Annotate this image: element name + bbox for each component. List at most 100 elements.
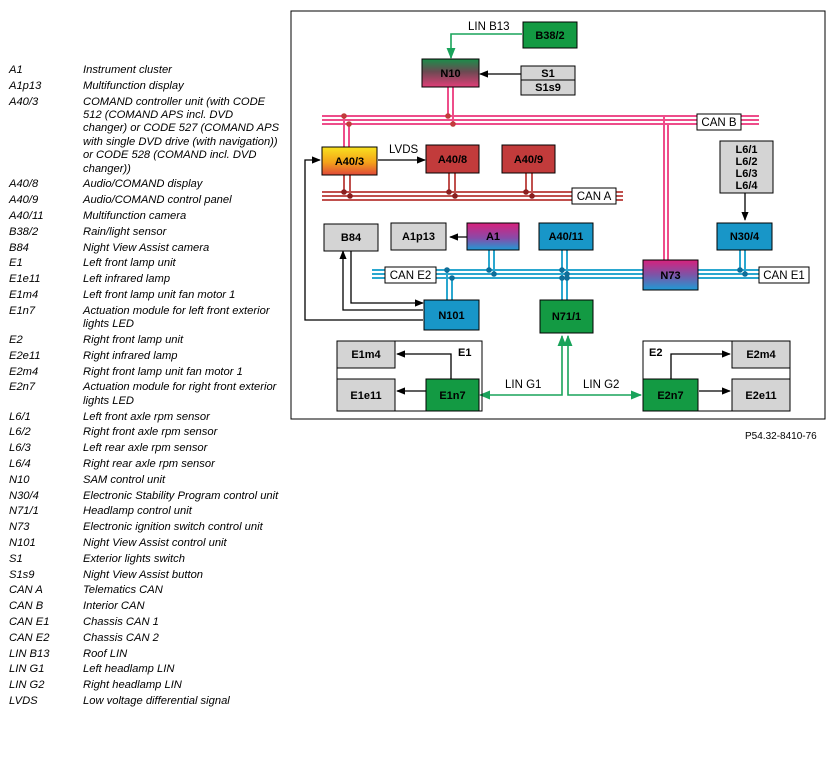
legend-description: Audio/COMAND display bbox=[83, 178, 203, 191]
legend-description: Multifunction camera bbox=[83, 210, 187, 223]
box-e1n7: E1n7 bbox=[425, 378, 480, 412]
legend-description: Right front lamp unit bbox=[83, 334, 184, 346]
box-a40-9: A40/9 bbox=[501, 144, 556, 174]
legend-description: Audio/COMAND control panel bbox=[83, 194, 232, 207]
legend-description: Roof LIN bbox=[83, 647, 128, 660]
legend-row: LIN G1 Left headlamp LIN bbox=[9, 663, 284, 676]
legend-row: LIN B13 Roof LIN bbox=[9, 648, 284, 661]
legend-description: COMAND controller unit (with CODE 512 (C… bbox=[83, 95, 280, 175]
legend-code: L6/3 bbox=[9, 442, 31, 455]
lin-g1-label: LIN G1 bbox=[505, 379, 541, 391]
legend-description: Multifunction display bbox=[83, 79, 184, 92]
legend-description: Night View Assist camera bbox=[83, 241, 210, 254]
box-a1: A1 bbox=[466, 222, 520, 251]
box-b84: B84 bbox=[323, 223, 379, 252]
legend-description: Actuation module for left front exterior… bbox=[83, 304, 270, 331]
legend-code: A40/3 bbox=[9, 95, 39, 108]
box-l6-3-label: L6/3 bbox=[735, 168, 757, 180]
legend-row: N101 Night View Assist control unit bbox=[9, 537, 284, 550]
legend-row: L6/4 Right rear axle rpm sensor bbox=[9, 458, 284, 471]
box-s1-label: S1 bbox=[541, 68, 554, 80]
box-e1m4-label: E1m4 bbox=[351, 349, 381, 361]
legend-description: Interior CAN bbox=[83, 600, 145, 613]
legend-code: N101 bbox=[9, 536, 36, 549]
legend-code: E1e11 bbox=[9, 273, 41, 286]
legend-code: CAN A bbox=[9, 584, 43, 597]
box-l6-2-label: L6/2 bbox=[735, 156, 757, 168]
legend-row: E2 Right front lamp unit bbox=[9, 334, 284, 347]
legend-row: LVDS Low voltage differential signal bbox=[9, 695, 284, 708]
legend-code: LIN B13 bbox=[9, 647, 50, 660]
legend-code: A40/9 bbox=[9, 194, 39, 207]
box-n101: N101 bbox=[423, 299, 480, 331]
legend-row: N30/4 Electronic Stability Program contr… bbox=[9, 490, 284, 503]
legend-row: A1p13 Multifunction display bbox=[9, 80, 284, 93]
legend-description: Left front lamp unit fan motor 1 bbox=[83, 289, 236, 301]
box-n30-4-label: N30/4 bbox=[730, 231, 760, 243]
box-e1m4: E1m4 bbox=[336, 340, 396, 369]
legend-description: Chassis CAN 2 bbox=[83, 631, 159, 644]
signal-arrows bbox=[304, 70, 749, 395]
box-e2e11: E2e11 bbox=[731, 378, 791, 412]
box-n73-label: N73 bbox=[660, 270, 680, 282]
legend-description: Right headlamp LIN bbox=[83, 679, 182, 692]
legend-row: CAN B Interior CAN bbox=[9, 600, 284, 613]
can-e-bus bbox=[372, 250, 797, 300]
box-a1p13-label: A1p13 bbox=[402, 231, 435, 243]
box-n10-label: N10 bbox=[440, 68, 460, 80]
legend-description: Night View Assist control unit bbox=[83, 536, 227, 549]
legend-list: A1 Instrument cluster A1p13 Multifunctio… bbox=[9, 64, 284, 711]
box-e1n7-label: E1n7 bbox=[439, 390, 465, 402]
legend-description: Left front lamp unit bbox=[83, 257, 176, 270]
box-a1p13: A1p13 bbox=[390, 222, 447, 251]
legend-description: Left rear axle rpm sensor bbox=[83, 442, 208, 455]
legend-code: A1 bbox=[9, 64, 23, 76]
box-b38-2-label: B38/2 bbox=[535, 30, 564, 42]
can-e-nodes bbox=[444, 267, 748, 281]
legend-code: E1m4 bbox=[9, 289, 39, 301]
box-a40-8: A40/8 bbox=[425, 144, 480, 174]
legend-code: LIN G2 bbox=[9, 679, 45, 692]
legend-row: E2n7 Actuation module for right front ex… bbox=[9, 381, 284, 408]
can-e2-label: CAN E2 bbox=[390, 270, 432, 282]
box-b84-label: B84 bbox=[341, 232, 362, 244]
legend-description: Right rear axle rpm sensor bbox=[83, 457, 215, 470]
legend-row: B38/2 Rain/light sensor bbox=[9, 226, 284, 239]
legend-code: E1 bbox=[9, 257, 23, 270]
legend-row: A1 Instrument cluster bbox=[9, 64, 284, 77]
can-b-nodes bbox=[341, 113, 456, 127]
box-a40-11-label: A40/11 bbox=[549, 231, 584, 243]
legend-row: A40/8 Audio/COMAND display bbox=[9, 178, 284, 191]
can-b-bus bbox=[322, 86, 759, 260]
legend-row: N10 SAM control unit bbox=[9, 474, 284, 487]
box-l6-4-label: L6/4 bbox=[735, 180, 758, 192]
legend-description: Left infrared lamp bbox=[83, 273, 171, 286]
legend-description: Electronic Stability Program control uni… bbox=[83, 489, 279, 502]
legend-code: CAN B bbox=[9, 600, 44, 613]
legend-code: E2e11 bbox=[9, 349, 41, 362]
legend-row: E1e11 Left infrared lamp bbox=[9, 273, 284, 286]
legend-description: Headlamp control unit bbox=[83, 505, 192, 518]
box-a40-3-label: A40/3 bbox=[335, 156, 364, 168]
legend-description: Actuation module for right front exterio… bbox=[83, 381, 277, 407]
legend-description: Left front axle rpm sensor bbox=[83, 410, 210, 423]
can-e1-label-box bbox=[758, 266, 810, 284]
legend-row: A40/11 Multifunction camera bbox=[9, 210, 284, 223]
legend-code: LVDS bbox=[9, 694, 38, 707]
legend-row: E2e11 Right infrared lamp bbox=[9, 350, 284, 363]
legend-description: Telematics CAN bbox=[83, 584, 163, 597]
box-a40-11: A40/11 bbox=[538, 222, 594, 251]
legend-description: Right front axle rpm sensor bbox=[83, 426, 218, 439]
box-a40-8-label: A40/8 bbox=[438, 154, 467, 166]
lin-g2-label: LIN G2 bbox=[583, 379, 619, 391]
legend-description: SAM control unit bbox=[83, 473, 166, 486]
legend-row: E2m4 Right front lamp unit fan motor 1 bbox=[9, 366, 284, 379]
box-n71-1-label: N71/1 bbox=[552, 311, 581, 323]
can-e2-label-box bbox=[384, 266, 437, 284]
box-b38-2: B38/2 bbox=[522, 21, 578, 49]
legend-code: N71/1 bbox=[9, 505, 39, 518]
legend-row: A40/3 COMAND controller unit (with CODE … bbox=[9, 96, 284, 176]
can-b-label: CAN B bbox=[701, 117, 736, 129]
box-e1e11: E1e11 bbox=[336, 378, 396, 412]
legend-code: S1s9 bbox=[9, 568, 35, 581]
